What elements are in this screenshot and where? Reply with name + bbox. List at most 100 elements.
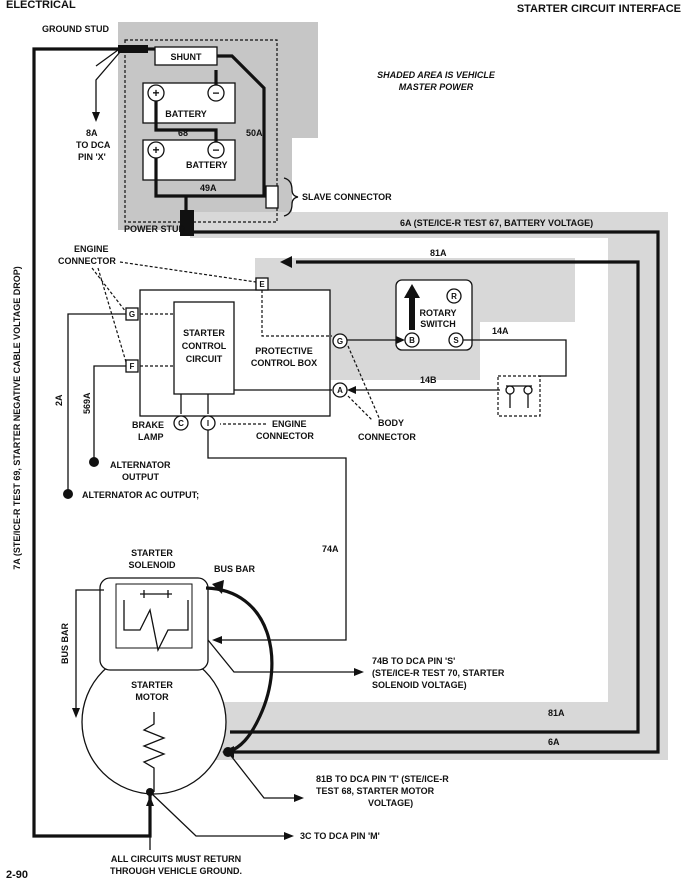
neutral-safety-contact-left [505, 385, 515, 395]
starter-solenoid [99, 577, 209, 671]
wire-g-to-b-arrowhead [396, 336, 405, 344]
battery-2-label: BATTERY [186, 160, 228, 170]
engine-connector-bottom-line1: ENGINE [272, 419, 307, 429]
pin-g-right [332, 333, 348, 349]
dca-74b-line2: (STE/ICE-R TEST 70, STARTER [372, 668, 505, 678]
protective-control-box [139, 289, 331, 417]
neutral-safety-switch [497, 375, 541, 417]
power-stud [180, 210, 194, 236]
battery-enclosure [124, 39, 278, 223]
internal-e-to-g [261, 290, 332, 337]
wire-2a-label: 2A [54, 394, 64, 406]
pin-s-label: S [453, 336, 459, 345]
pin-i-label: I [207, 419, 209, 428]
body-connector-line1: BODY [378, 418, 404, 428]
wire-ground-stud-arrow-from-left [95, 49, 119, 67]
wire-74a-arrowhead [212, 636, 222, 644]
wire-81a-bottom-label: 81A [548, 708, 565, 718]
pin-r-label: R [451, 292, 457, 301]
wire-49a-label: 49A [200, 183, 217, 193]
pin-r [446, 288, 462, 304]
pin-c-label: C [178, 419, 184, 428]
wire-81b [227, 751, 300, 799]
starter-control-circuit [173, 301, 235, 395]
wire-81a-top-label: 81A [430, 248, 447, 258]
neutral-safety-contacts [506, 385, 532, 408]
neutral-safety-contact-right [523, 385, 533, 395]
wire-74a [207, 430, 347, 641]
wire-49a [154, 158, 272, 198]
wire-8a-arrowhead [92, 112, 100, 122]
alternator-output-line2: OUTPUT [122, 472, 160, 482]
slave-connector-label: SLAVE CONNECTOR [302, 192, 392, 202]
dca-8a-label-line1: 8A [86, 128, 98, 138]
shaded-area-note-line1: SHADED AREA IS VEHICLE [377, 70, 496, 80]
engine-connector-bottom-line2: CONNECTOR [256, 431, 314, 441]
dca-81b-line2: TEST 68, STARTER MOTOR [316, 786, 435, 796]
wire-81a-arrowhead-top [280, 256, 292, 268]
brake-lamp-line2: LAMP [138, 432, 164, 442]
shunt-label: SHUNT [171, 52, 203, 62]
dca-81b-line3: VOLTAGE) [368, 798, 413, 808]
wire-7a-vertical-label: 7A (STE/ICE-R TEST 69, STARTER NEGATIVE … [12, 266, 22, 570]
starter-control-label-line3: CIRCUIT [186, 354, 223, 364]
pin-b-label: B [409, 336, 415, 345]
bus-bar-left-arrowhead [72, 708, 80, 718]
ground-note-line1: ALL CIRCUITS MUST RETURN [111, 854, 241, 864]
dca-8a-label-line3: PIN 'X' [78, 152, 106, 162]
solenoid-plunger [123, 600, 189, 652]
dca-74b-line1: 74B TO DCA PIN 'S' [372, 656, 455, 666]
alternator-output-terminal [89, 457, 99, 467]
ground-return-arrowhead [146, 796, 154, 806]
body-connector-line2: CONNECTOR [358, 432, 416, 442]
header-right-title: STARTER CIRCUIT INTERFACE [517, 3, 681, 15]
dca-74b-line3: SOLENOID VOLTAGE) [372, 680, 467, 690]
wire-14b-arrowhead [347, 386, 356, 394]
shaded-area-note-line2: MASTER POWER [399, 82, 474, 92]
starter-control-label-line2: CONTROL [182, 341, 227, 351]
starter-solenoid-line1: STARTER [131, 548, 173, 558]
slave-connector [265, 185, 279, 209]
ground-stud-label: GROUND STUD [42, 24, 109, 34]
wire-569a [93, 365, 126, 462]
wire-2a [67, 313, 126, 494]
alternator-ac-output-terminal [63, 489, 73, 499]
dca-8a-label-line2: TO DCA [76, 140, 111, 150]
engine-connector-top-leaders [91, 261, 257, 363]
starter-solenoid-inner [115, 583, 193, 649]
starter-control-label-line1: STARTER [183, 328, 225, 338]
slave-connector-brace [283, 177, 299, 217]
wire-14b-label: 14B [420, 375, 437, 385]
dca-3c-label: 3C TO DCA PIN 'M' [300, 831, 380, 841]
wire-74b-arrowhead [354, 668, 364, 676]
wire-14a-label: 14A [492, 326, 509, 336]
power-stud-label: POWER STUD [124, 224, 186, 234]
pin-f-label: F [130, 362, 135, 371]
header-left-title: ELECTRICAL [6, 0, 76, 11]
pin-e-label: E [259, 280, 265, 289]
wire-14a [463, 339, 567, 377]
wire-74b [207, 639, 360, 673]
alternator-ac-output-label: ALTERNATOR AC OUTPUT; [82, 490, 199, 500]
ground-stud [118, 45, 148, 53]
pin-g-right-label: G [337, 337, 343, 346]
pin-g-left-label: G [129, 310, 135, 319]
pin-a-label: A [337, 386, 343, 395]
solenoid-contacts [140, 590, 172, 598]
battery-1-label: BATTERY [165, 109, 207, 119]
brake-lamp-line1: BRAKE [132, 420, 164, 430]
alternator-output-line1: ALTERNATOR [110, 460, 171, 470]
wire-6a-test-label: 6A (STE/ICE-R TEST 67, BATTERY VOLTAGE) [400, 218, 593, 228]
engine-connector-top-line2: CONNECTOR [58, 256, 116, 266]
pin-c [173, 415, 189, 431]
wire-3c-arrowhead [284, 832, 294, 840]
protective-box-label-line1: PROTECTIVE [255, 346, 313, 356]
bus-bar-left-label: BUS BAR [60, 622, 70, 664]
starter-motor-line2: MOTOR [135, 692, 169, 702]
wire-8a [95, 51, 121, 118]
wire-68-label: 68 [178, 128, 188, 138]
rotary-switch-label-line1: ROTARY [420, 308, 457, 318]
ground-note-line2: THROUGH VEHICLE GROUND. [110, 866, 242, 876]
rotary-switch-label-line2: SWITCH [420, 319, 456, 329]
